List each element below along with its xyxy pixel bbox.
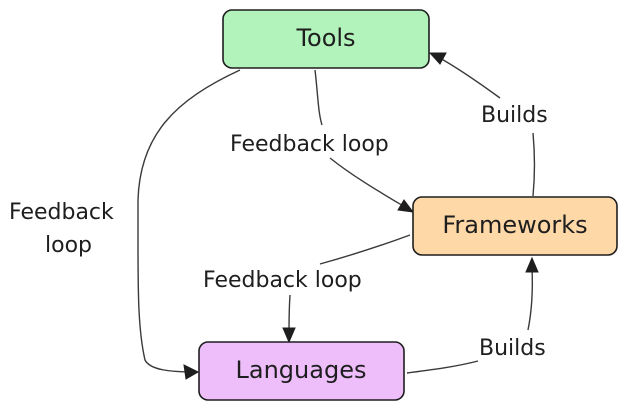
edge-line [329, 157, 411, 211]
edge-languages-to-frameworks [406, 256, 539, 374]
arrowhead-icon [183, 364, 200, 380]
node-frameworks-label: Frameworks [442, 211, 587, 239]
edge-label-frameworks-to-languages: Feedback loop [203, 268, 362, 293]
edge-tools-to-frameworks [314, 69, 415, 213]
edge-line [532, 132, 536, 197]
edge-label-frameworks-to-tools: Builds [481, 103, 548, 128]
edge-line [527, 267, 534, 331]
edge-label-tools-to-frameworks: Feedback loop [230, 132, 389, 157]
node-languages[interactable]: Languages [198, 341, 405, 401]
edge-label-languages-to-frameworks: Builds [479, 336, 546, 361]
edge-line [137, 69, 241, 373]
arrowhead-icon [397, 199, 415, 213]
arrowhead-icon [282, 327, 296, 344]
edge-frameworks-to-languages [282, 234, 411, 344]
arrowhead-icon [428, 52, 447, 65]
node-languages-label: Languages [236, 356, 367, 384]
node-tools-label: Tools [295, 24, 355, 52]
edge-frameworks-to-tools [428, 52, 536, 197]
node-frameworks-box [412, 196, 618, 256]
node-tools-box [222, 9, 430, 69]
node-frameworks[interactable]: Frameworks [412, 196, 618, 256]
edge-line [437, 56, 501, 99]
edge-line [314, 69, 323, 126]
arrowhead-icon [525, 256, 539, 273]
node-languages-box [198, 341, 405, 401]
edge-tools-to-languages [137, 69, 241, 380]
edge-label-tools-to-languages-line2: loop [45, 233, 92, 258]
edge-line [319, 234, 411, 265]
node-tools[interactable]: Tools [222, 9, 430, 69]
edge-label-tools-to-languages-line1: Feedback [9, 200, 114, 225]
edge-line [406, 360, 479, 374]
